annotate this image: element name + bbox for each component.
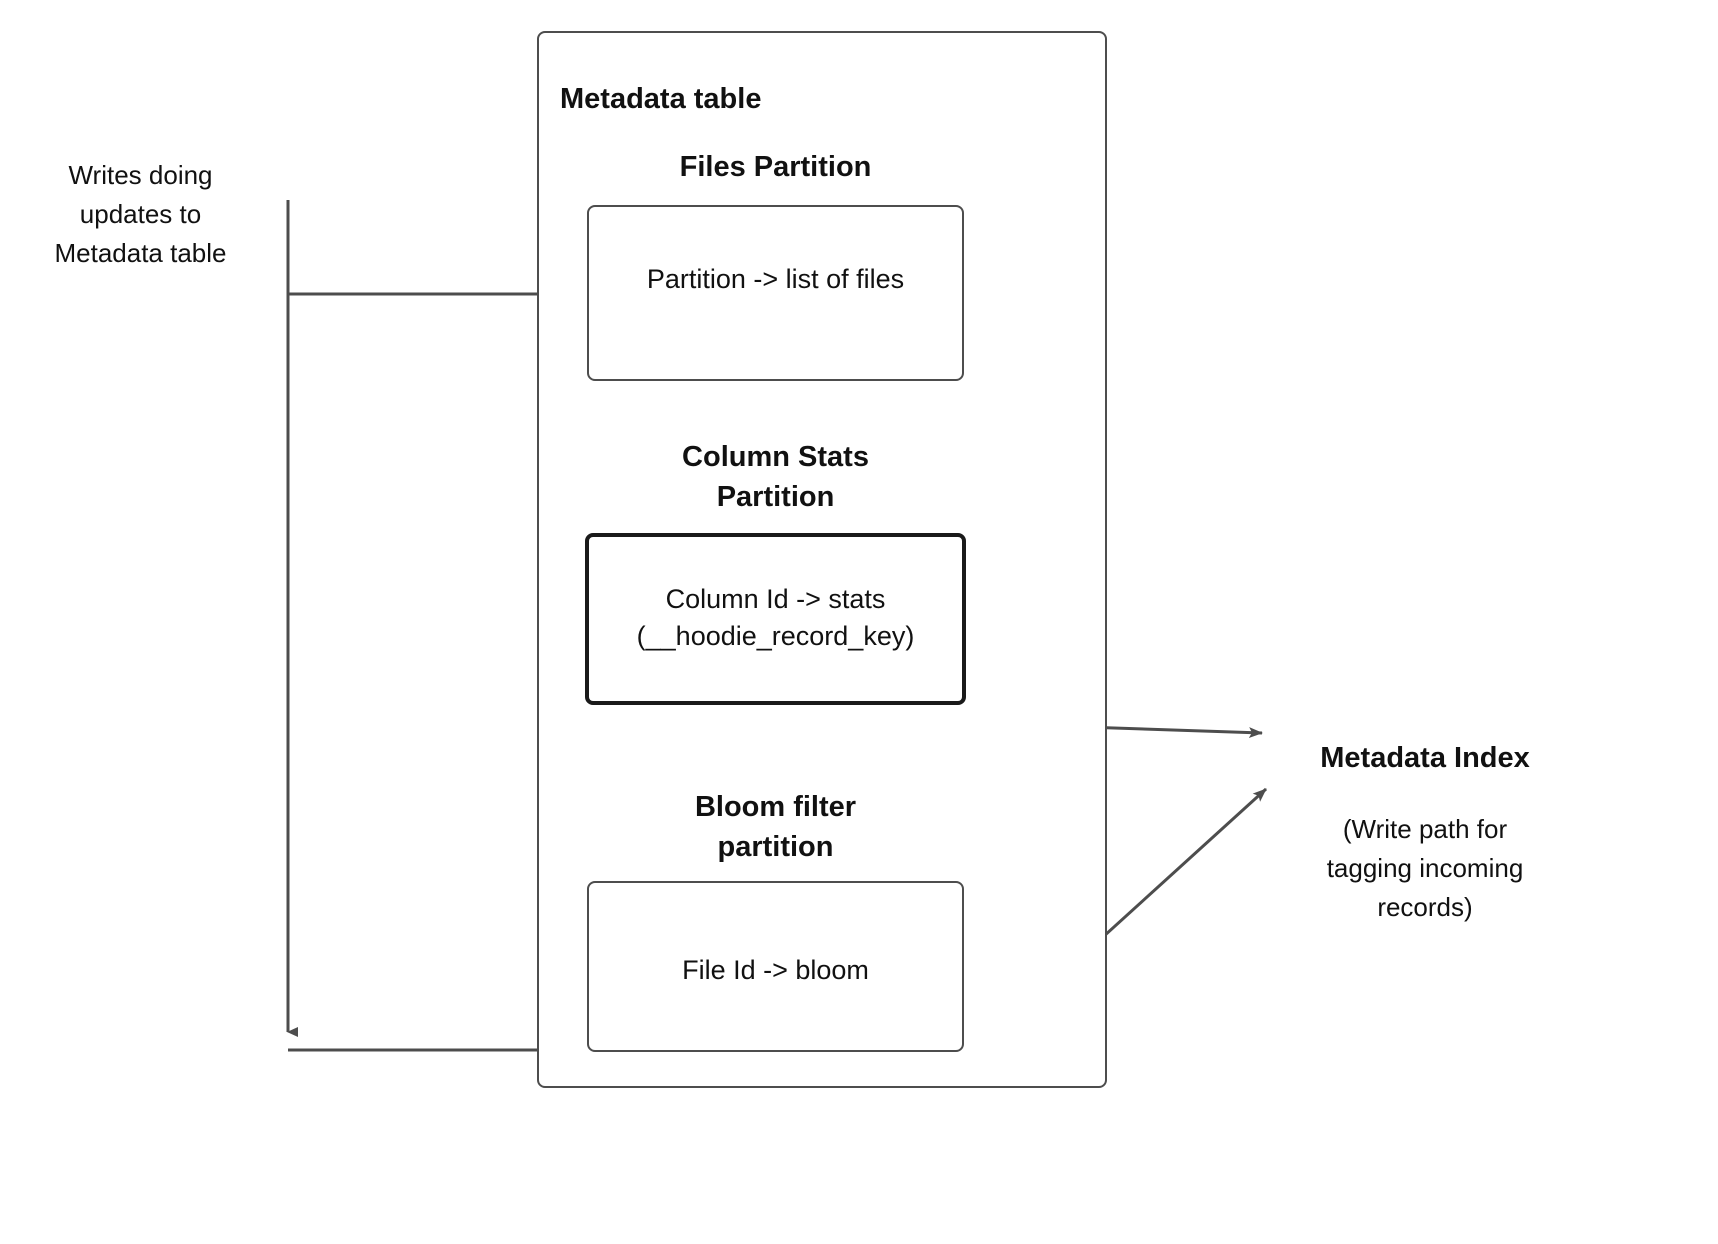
column-stats-partition-box: Column Id -> stats (__hoodie_record_key) xyxy=(585,533,966,705)
bloom-filter-heading-line-2: partition xyxy=(717,831,834,863)
metadata-index-note-line-2: tagging incoming xyxy=(1326,853,1524,883)
bloom-filter-partition-heading: Bloom filter partition xyxy=(587,787,964,867)
write-path-note-line-3: Metadata table xyxy=(54,238,227,268)
metadata-index-note-line-3: records) xyxy=(1377,892,1473,922)
files-partition-heading: Files Partition xyxy=(587,147,964,187)
metadata-index-title: Metadata Index xyxy=(1320,742,1530,774)
metadata-table-title: Metadata table xyxy=(560,83,762,115)
metadata-index-note: (Write path for tagging incoming records… xyxy=(1285,810,1565,927)
write-path-note: Writes doing updates to Metadata table xyxy=(8,156,273,273)
column-stats-box-label-line-2: (__hoodie_record_key) xyxy=(636,621,915,651)
files-partition-box: Partition -> list of files xyxy=(587,205,964,381)
column-stats-box-label-line-1: Column Id -> stats xyxy=(665,584,886,614)
metadata-index-note-line-1: (Write path for xyxy=(1342,814,1508,844)
write-path-note-line-2: updates to xyxy=(79,199,202,229)
bloom-filter-box-label: File Id -> bloom xyxy=(682,955,869,985)
bloom-filter-heading-line-1: Bloom filter xyxy=(694,791,857,823)
files-partition-box-label: Partition -> list of files xyxy=(646,264,905,294)
files-partition-heading-line-1: Files Partition xyxy=(679,151,872,183)
column-stats-heading-line-2: Partition xyxy=(716,481,835,513)
bloom-filter-partition-box: File Id -> bloom xyxy=(587,881,964,1052)
column-stats-heading-line-1: Column Stats xyxy=(682,441,869,473)
column-stats-partition-heading: Column Stats Partition xyxy=(587,437,964,517)
write-path-note-line-1: Writes doing xyxy=(68,160,213,190)
